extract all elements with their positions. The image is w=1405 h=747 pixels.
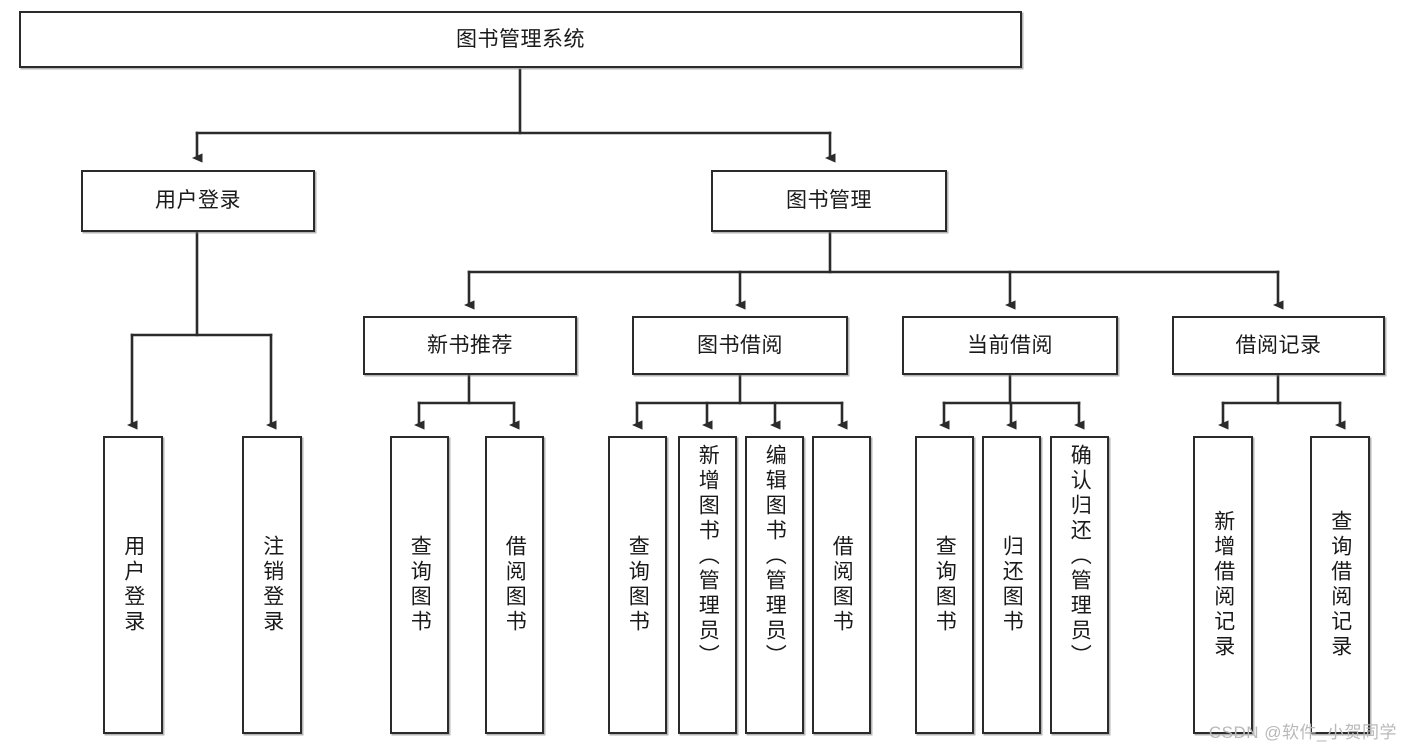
leaf-recommend-query-book[interactable]: 查询图书 — [390, 436, 449, 734]
leaf-record-query-record[interactable]: 查询借阅记录 — [1310, 436, 1370, 734]
leaf-borrow-borrow-book[interactable]: 借阅图书 — [812, 436, 871, 734]
node-label: 新书推荐 — [427, 333, 513, 357]
node-label: 确认归还（管理员） — [1068, 444, 1092, 669]
vertical-text-wrap: 查询图书 — [610, 438, 665, 732]
vertical-text-wrap: 注销登录 — [244, 438, 300, 732]
node-label: 借阅图书 — [503, 535, 527, 635]
leaf-user-login-logout[interactable]: 注销登录 — [242, 436, 302, 734]
node-borrow-record[interactable]: 借阅记录 — [1172, 316, 1385, 375]
leaf-current-confirm-return-admin[interactable]: 确认归还（管理员） — [1050, 436, 1109, 734]
vertical-text-wrap: 新增借阅记录 — [1195, 438, 1251, 732]
vertical-text-wrap: 查询图书 — [917, 438, 972, 732]
vertical-text-wrap: 编辑图书（管理员） — [747, 438, 802, 732]
node-new-book-recommend[interactable]: 新书推荐 — [363, 316, 577, 375]
vertical-text-wrap: 用户登录 — [105, 438, 161, 732]
leaf-borrow-add-book-admin[interactable]: 新增图书（管理员） — [678, 436, 737, 734]
vertical-text-wrap: 查询图书 — [392, 438, 447, 732]
leaf-borrow-query-book[interactable]: 查询图书 — [608, 436, 667, 734]
leaf-user-login-login[interactable]: 用户登录 — [103, 436, 163, 734]
node-label: 新增借阅记录 — [1211, 510, 1235, 660]
leaf-record-add-record[interactable]: 新增借阅记录 — [1193, 436, 1253, 734]
node-book-management[interactable]: 图书管理 — [711, 170, 947, 232]
vertical-text-wrap: 确认归还（管理员） — [1052, 438, 1107, 732]
node-label: 图书借阅 — [697, 333, 783, 357]
csdn-watermark: CSDN @软件_小贺同学 — [1208, 723, 1397, 742]
node-root-system[interactable]: 图书管理系统 — [19, 11, 1022, 68]
leaf-current-query-book[interactable]: 查询图书 — [915, 436, 974, 734]
vertical-text-wrap: 借阅图书 — [487, 438, 542, 732]
node-label: 注销登录 — [260, 535, 284, 635]
node-label: 图书管理 — [786, 189, 872, 213]
vertical-text-wrap: 借阅图书 — [814, 438, 869, 732]
vertical-text-wrap: 新增图书（管理员） — [680, 438, 735, 732]
node-label: 用户登录 — [121, 535, 145, 635]
node-label: 查询图书 — [626, 535, 650, 635]
node-label: 当前借阅 — [967, 333, 1053, 357]
leaf-borrow-edit-book-admin[interactable]: 编辑图书（管理员） — [745, 436, 804, 734]
node-user-login[interactable]: 用户登录 — [81, 170, 315, 232]
node-book-borrow[interactable]: 图书借阅 — [632, 316, 848, 375]
node-label: 图书管理系统 — [456, 27, 585, 51]
node-label: 新增图书（管理员） — [696, 444, 720, 669]
leaf-current-return-book[interactable]: 归还图书 — [982, 436, 1041, 734]
vertical-text-wrap: 归还图书 — [984, 438, 1039, 732]
leaf-recommend-borrow-book[interactable]: 借阅图书 — [485, 436, 544, 734]
node-label: 借阅记录 — [1235, 333, 1322, 357]
node-label: 查询借阅记录 — [1328, 510, 1352, 660]
node-label: 查询图书 — [933, 535, 957, 635]
node-label: 查询图书 — [408, 535, 432, 635]
node-label: 编辑图书（管理员） — [763, 444, 787, 669]
node-label: 用户登录 — [155, 189, 241, 213]
node-current-borrow[interactable]: 当前借阅 — [902, 316, 1118, 375]
node-label: 借阅图书 — [830, 535, 854, 635]
vertical-text-wrap: 查询借阅记录 — [1312, 438, 1368, 732]
node-label: 归还图书 — [1000, 535, 1024, 635]
